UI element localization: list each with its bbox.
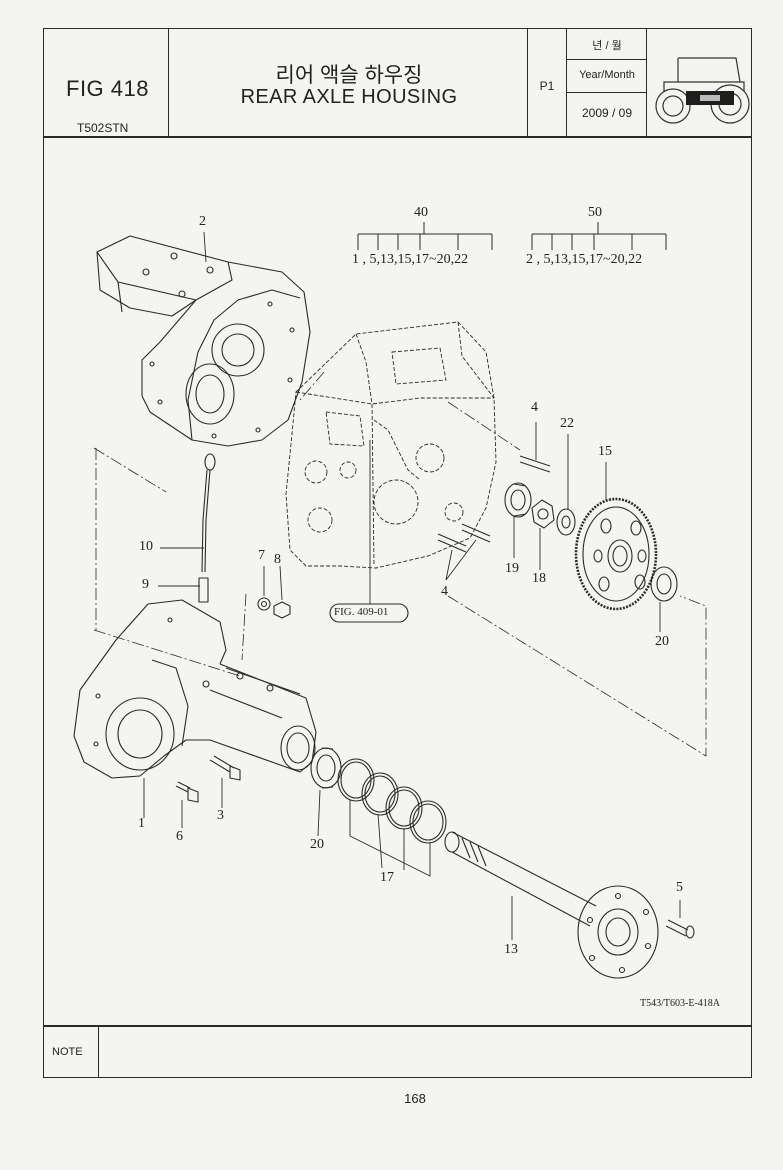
assembly-center-lines: [93, 371, 707, 757]
year-month-row-line: [566, 59, 646, 60]
fig-number: FIG 418: [66, 76, 149, 101]
studs: [437, 455, 551, 553]
bearing-left: [310, 747, 342, 789]
axle-housing-lower: [73, 599, 317, 779]
callout-20-right: 20: [655, 634, 669, 649]
callout-19: 19: [505, 561, 519, 576]
callout-2: 2: [199, 214, 206, 229]
nut-and-washer: [257, 597, 291, 619]
model-code: T502STN: [77, 121, 129, 135]
kit-brackets: [357, 222, 667, 250]
thrust-washer: [556, 508, 576, 536]
year-month-label-korean: 년 / 월: [592, 40, 622, 52]
leader-lines: [143, 231, 681, 940]
kit-number-40: 40: [414, 205, 428, 220]
header-column-line: [527, 28, 529, 136]
callout-7: 7: [258, 548, 265, 563]
callout-3: 3: [217, 808, 224, 823]
callout-4-lower: 4: [441, 584, 448, 599]
callout-4-upper: 4: [531, 400, 538, 415]
o-rings: [337, 758, 447, 844]
kit-members-50: 2 , 5,13,15,17~20,22: [526, 252, 643, 267]
callout-13: 13: [504, 942, 518, 957]
kit-members-40: 1 , 5,13,15,17~20,22: [352, 252, 469, 267]
bearing-right: [504, 482, 532, 518]
callout-15: 15: [598, 444, 612, 459]
page-number: 168: [404, 1091, 426, 1106]
reference-box: [329, 603, 409, 623]
transmission-case-phantom: [285, 321, 497, 569]
header-column-line: [168, 28, 170, 136]
callout-1: 1: [138, 816, 145, 831]
callout-8: 8: [274, 552, 281, 567]
header-column-line: [566, 28, 568, 136]
final-drive-gear: [574, 497, 658, 611]
drawing-code: T543/T603-E-418A: [640, 998, 720, 1009]
wheel-stud: [665, 919, 695, 939]
kit-number-50: 50: [588, 205, 602, 220]
header-column-line: [646, 28, 648, 136]
page-frame: [43, 28, 752, 1078]
callout-17: 17: [380, 870, 394, 885]
callout-22: 22: [560, 416, 574, 431]
callout-6: 6: [176, 829, 183, 844]
callout-5: 5: [676, 880, 683, 895]
title-english: REAR AXLE HOUSING: [240, 86, 458, 108]
lock-nut: [531, 499, 555, 529]
reference-fig-409-01: FIG. 409-01: [334, 606, 389, 618]
title-korean: 리어 액슬 하우징: [275, 64, 423, 87]
note-column-line: [98, 1025, 100, 1078]
callout-9: 9: [142, 577, 149, 592]
page-code: P1: [539, 79, 555, 93]
year-month-value: 2009 / 09: [581, 106, 633, 120]
note-divider: [43, 1025, 752, 1027]
axle-housing-upper: [96, 235, 311, 447]
year-month-label-english: Year/Month: [579, 69, 635, 81]
housing-bolts: [175, 755, 241, 803]
bearing-gear-side: [650, 566, 678, 602]
year-month-row-line: [566, 92, 646, 93]
callout-18: 18: [532, 571, 546, 586]
callout-20-left: 20: [310, 837, 324, 852]
note-label: NOTE: [52, 1046, 83, 1058]
header-divider: [43, 136, 752, 138]
callout-10: 10: [139, 539, 153, 554]
dipstick: [198, 453, 216, 603]
axle-shaft: [444, 831, 659, 979]
